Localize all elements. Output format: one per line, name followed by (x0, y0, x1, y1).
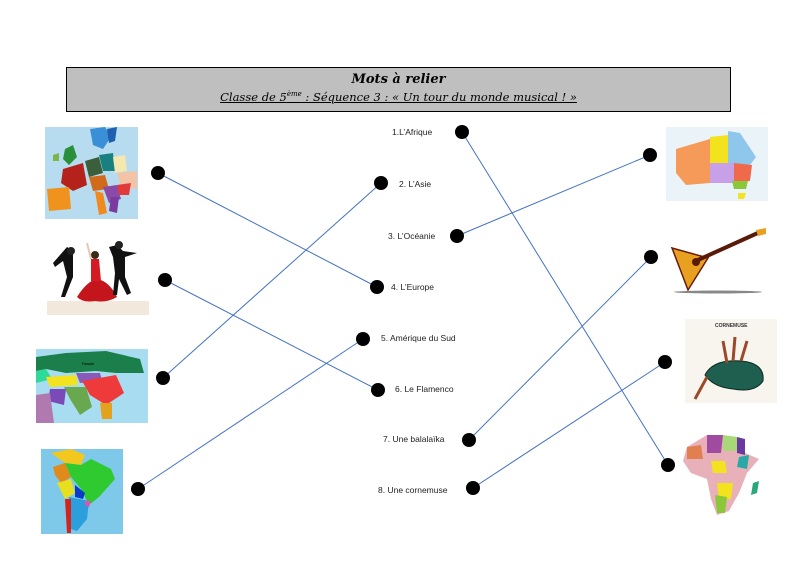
word-label-6: 6. Le Flamenco (395, 384, 454, 394)
europe-map-dot[interactable] (151, 166, 165, 180)
connection-oceania (456, 154, 651, 237)
svg-text:Russie: Russie (82, 361, 95, 366)
connection-bagpipe (472, 361, 666, 489)
asia-map-dot[interactable] (156, 371, 170, 385)
south-america-map-dot[interactable] (131, 482, 145, 496)
australia-map-image (666, 127, 768, 201)
connection-south-america (137, 338, 364, 490)
word-label-1: 1.L’Afrique (392, 127, 433, 137)
word-label-3: 3. L’Océanie (388, 231, 436, 241)
balalaika-image (668, 226, 768, 294)
page-title: Mots à relier (351, 72, 446, 87)
australia-map-dot[interactable] (643, 148, 657, 162)
bagpipe-image: CORNEMUSE (685, 319, 777, 403)
connection-asia (162, 182, 382, 379)
subtitle-sup: ème (286, 90, 302, 99)
connection-africa (461, 131, 669, 466)
balalaika-dot[interactable] (644, 250, 658, 264)
flamenco-dancers-image (47, 237, 149, 315)
connection-europe (157, 172, 378, 288)
africa-map-dot[interactable] (661, 458, 675, 472)
word-dot-2[interactable] (374, 176, 388, 190)
africa-map-image (677, 433, 767, 518)
word-dot-6[interactable] (371, 383, 385, 397)
connection-flamenco (164, 279, 379, 391)
word-label-8: 8. Une cornemuse (378, 485, 448, 495)
page-subtitle: Classe de 5ème : Séquence 3 : « Un tour … (67, 90, 730, 104)
word-label-7: 7. Une balalaïka (383, 434, 445, 444)
bagpipe-dot[interactable] (658, 355, 672, 369)
word-dot-3[interactable] (450, 229, 464, 243)
subtitle-prefix: Classe de 5 (220, 90, 287, 104)
header-box: Mots à relier Classe de 5ème : Séquence … (66, 67, 731, 112)
connection-balalaika (468, 256, 652, 441)
asia-map-image: Russie (36, 349, 148, 423)
word-dot-8[interactable] (466, 481, 480, 495)
word-dot-5[interactable] (356, 332, 370, 346)
europe-map-image (45, 127, 138, 219)
word-label-5: 5. Amérique du Sud (381, 333, 456, 343)
word-dot-4[interactable] (370, 280, 384, 294)
word-dot-1[interactable] (455, 125, 469, 139)
word-label-2: 2. L’Asie (399, 179, 432, 189)
word-label-4: 4. L’Europe (391, 282, 435, 292)
south-america-map-image (41, 449, 123, 534)
word-dot-7[interactable] (462, 433, 476, 447)
flamenco-dancers-dot[interactable] (158, 273, 172, 287)
svg-text:CORNEMUSE: CORNEMUSE (715, 323, 748, 329)
subtitle-suffix: : Séquence 3 : « Un tour du monde musica… (301, 90, 577, 104)
